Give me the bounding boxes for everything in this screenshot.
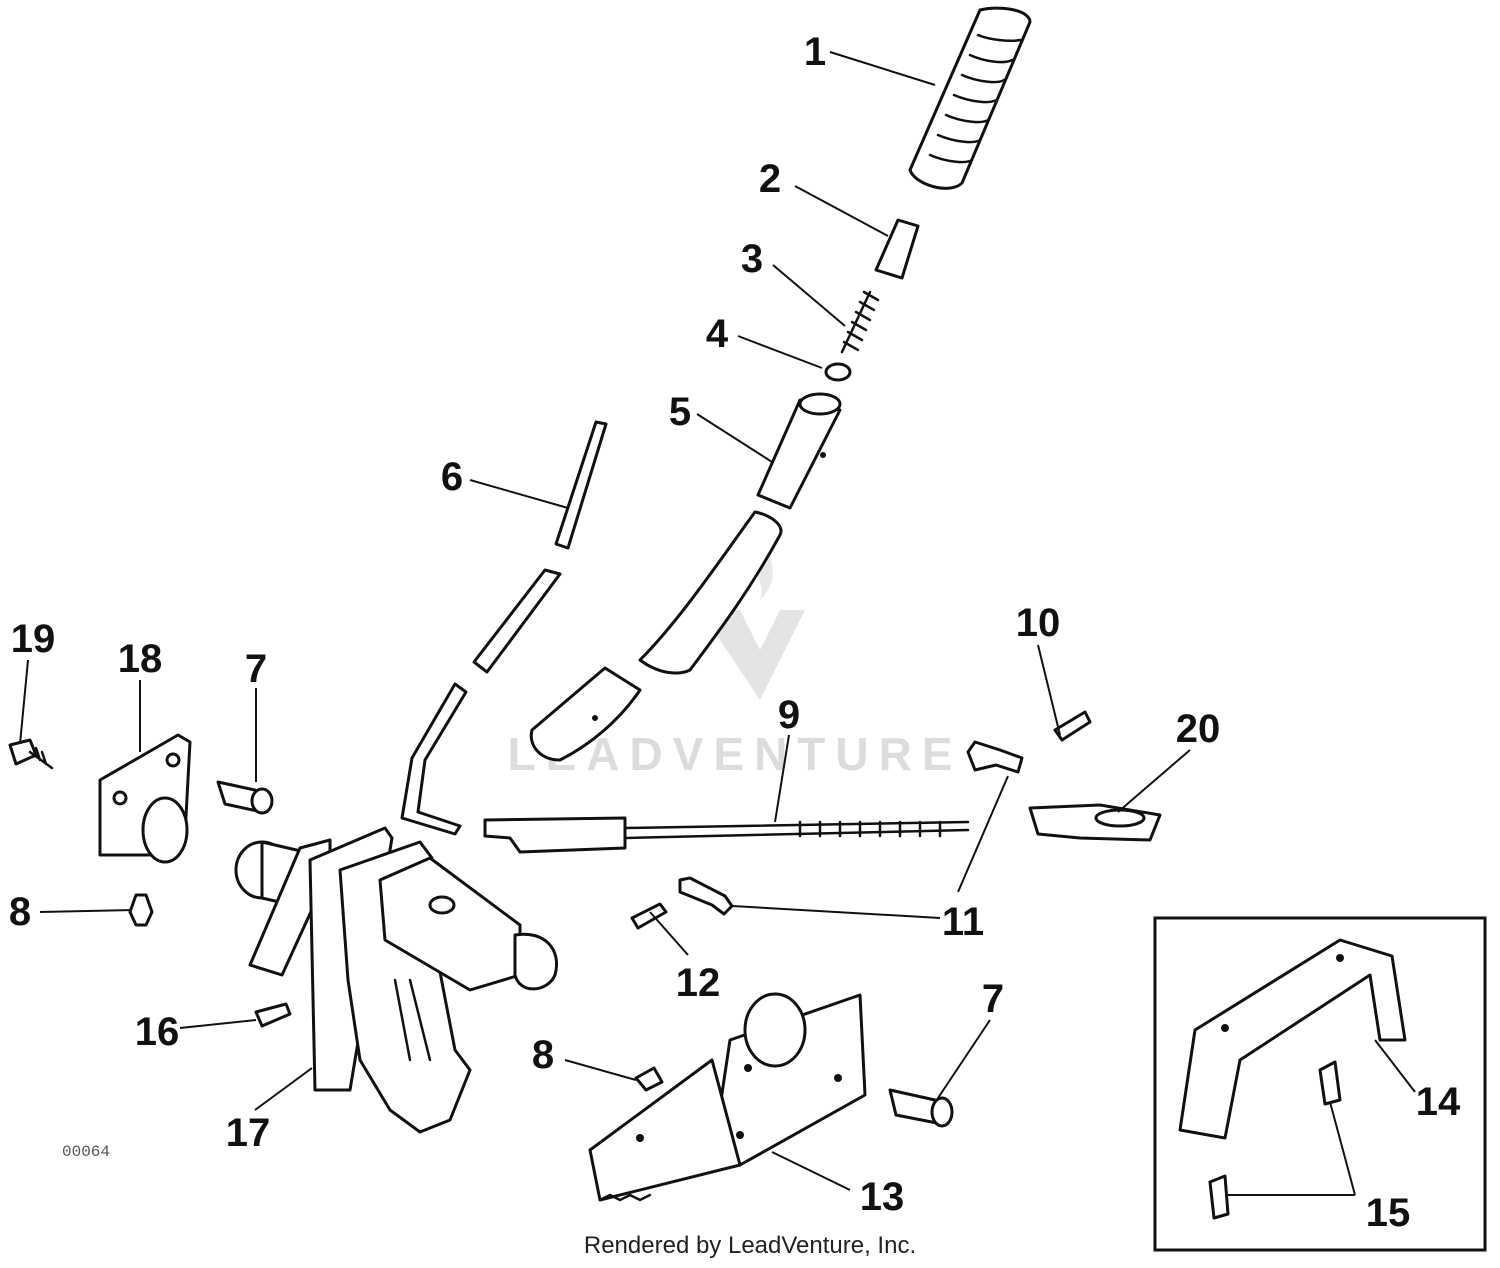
part-1-grip [908, 6, 1032, 190]
part-9-shift-rod [483, 816, 970, 854]
callout-7-upper: 7 [245, 647, 267, 691]
callout-17: 17 [226, 1111, 271, 1155]
callout-8-lower: 8 [532, 1033, 554, 1077]
part-12-spring-pin [630, 902, 668, 930]
part-14-support-bracket [1178, 938, 1407, 1140]
part-17-pivot-assembly [234, 826, 558, 1134]
part-11-pin [678, 740, 1024, 916]
callout-6: 6 [441, 455, 463, 499]
callout-11: 11 [942, 900, 984, 944]
callout-12: 12 [676, 961, 721, 1005]
callouts: 1 2 3 4 5 6 7 7 8 8 9 10 11 12 13 14 15 … [9, 30, 1461, 1235]
callout-1: 1 [804, 30, 826, 74]
part-15-nut [1208, 1060, 1342, 1220]
inset-frame [1153, 916, 1487, 1252]
callout-4: 4 [706, 312, 729, 356]
part-8-grease-fitting [128, 893, 664, 1092]
callout-3: 3 [741, 237, 763, 281]
part-18-bearing-plate [98, 733, 192, 864]
callout-18: 18 [118, 637, 163, 681]
callout-10: 10 [1016, 601, 1061, 645]
part-13-bracket [588, 992, 867, 1202]
callout-15: 15 [1366, 1191, 1411, 1235]
part-4-washer [824, 362, 852, 382]
part-10-cotter-pin [1053, 710, 1092, 742]
callout-14: 14 [1416, 1080, 1461, 1124]
callout-8-left: 8 [9, 890, 31, 934]
part-6-rod [400, 420, 608, 836]
callout-13: 13 [860, 1175, 905, 1219]
shift-lever [529, 510, 783, 762]
callout-20: 20 [1176, 707, 1221, 751]
part-3-spring [840, 290, 880, 354]
part-19-bolt [8, 738, 54, 770]
part-20-clevis [1028, 803, 1162, 842]
part-16-bolt [254, 1002, 292, 1028]
callout-19: 19 [11, 617, 56, 661]
callout-2: 2 [759, 157, 781, 201]
leader-lines [19, 51, 1416, 1196]
part-5-tube [756, 392, 842, 510]
part-7-plug [216, 780, 954, 1128]
watermark-logo-icon [700, 610, 805, 700]
part-2-pin [874, 218, 920, 280]
drawing-code: 00064 [62, 1143, 110, 1161]
footer-credit: Rendered by LeadVenture, Inc. [583, 1232, 917, 1259]
callout-5: 5 [669, 390, 691, 434]
callout-16: 16 [135, 1010, 180, 1054]
callout-7-lower: 7 [982, 977, 1004, 1021]
callout-9: 9 [778, 693, 800, 737]
